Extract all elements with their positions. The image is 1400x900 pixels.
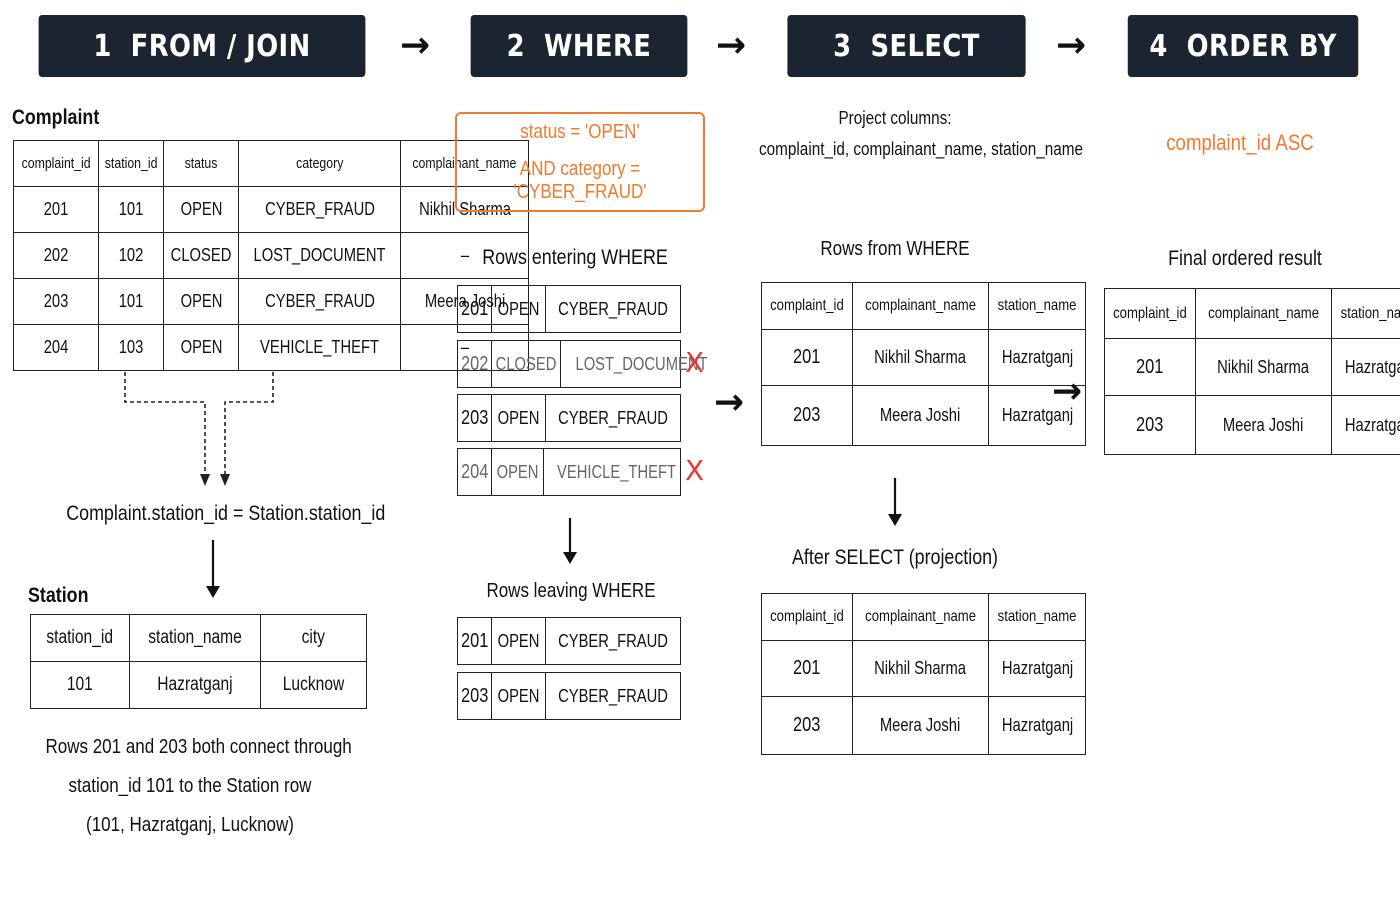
where-result-row: 203 OPEN CYBER_FRAUD: [457, 672, 681, 720]
after-select-title: After SELECT (projection): [791, 546, 999, 569]
step-number: 2: [506, 28, 526, 64]
table-row: 203 Meera Joshi Hazratganj: [761, 385, 1087, 446]
right-arrow-icon: →: [400, 25, 431, 66]
step-label: WHERE: [543, 28, 652, 64]
where-row-rejected: 202 CLOSED LOST_DOCUMENT: [457, 340, 708, 388]
step-select-header: 3 SELECT: [787, 15, 1026, 77]
rows-leaving-title: Rows leaving WHERE: [486, 580, 656, 602]
right-arrow-icon: →: [716, 25, 747, 66]
column-header: city: [260, 614, 367, 662]
table-row: 203 Meera Joshi Hazratganj: [1104, 395, 1400, 455]
reject-x-icon: X: [685, 346, 705, 379]
column-header: complainant_name: [1194, 288, 1333, 339]
sort-key: complaint_id ASC: [1166, 130, 1314, 155]
column-header: status: [163, 140, 240, 187]
table-row: 202 102 CLOSED LOST_DOCUMENT –: [12, 232, 530, 279]
step-where-header: 2 WHERE: [470, 15, 688, 77]
column-header: complainant_name: [851, 282, 990, 330]
where-row-rejected: 204 OPEN VEHICLE_THEFT: [457, 448, 681, 496]
down-arrow-icon: [203, 540, 223, 605]
where-row: 201 OPEN CYBER_FRAUD: [457, 285, 681, 333]
rows-from-where-table: complaint_id complainant_name station_na…: [761, 282, 1087, 446]
final-result-table: complaint_id complainant_name station_na…: [1104, 288, 1400, 455]
project-columns-list: complaint_id, complainant_name, station_…: [759, 139, 1084, 159]
after-select-table: complaint_id complainant_name station_na…: [761, 593, 1087, 755]
column-header: station_id: [30, 614, 130, 662]
column-header: category: [238, 140, 402, 187]
column-header: station_name: [129, 614, 261, 662]
join-note-line: station_id 101 to the Station row: [68, 775, 312, 797]
complaint-table: complaint_id station_id status category …: [12, 140, 530, 371]
table-row: 203 101 OPEN CYBER_FRAUD Meera Joshi: [12, 278, 530, 325]
join-connector-lines: [124, 372, 274, 486]
down-arrow-icon: [560, 518, 580, 571]
step-number: 4: [1149, 28, 1168, 64]
where-condition-box: status = 'OPEN' AND category = 'CYBER_FR…: [455, 112, 705, 212]
table-row: 204 103 OPEN VEHICLE_THEFT –: [12, 324, 530, 371]
rows-from-where-title: Rows from WHERE: [820, 238, 970, 260]
column-header: complaint_id: [1104, 288, 1196, 339]
join-note-line: (101, Hazratganj, Lucknow): [86, 814, 294, 836]
step-number: 1: [93, 28, 112, 64]
join-condition: Complaint.station_id = Station.station_i…: [66, 502, 386, 525]
table-row: 201 Nikhil Sharma Hazratganj: [761, 329, 1087, 386]
step-from-join-header: 1 FROM / JOIN: [38, 15, 366, 77]
step-order-by-header: 4 ORDER BY: [1127, 15, 1359, 77]
column-header: complainant_name: [400, 140, 530, 187]
column-header: station_name: [988, 282, 1087, 330]
station-table: station_id station_name city 101 Hazratg…: [30, 614, 367, 709]
column-header: complaint_id: [761, 593, 853, 641]
table-row: 201 Nikhil Sharma Hazratganj: [761, 640, 1087, 697]
right-arrow-icon: →: [1056, 25, 1087, 66]
column-header: complaint_id: [12, 140, 100, 187]
table-row: 201 101 OPEN CYBER_FRAUD Nikhil Sharma: [12, 186, 530, 233]
project-columns-label: Project columns:: [838, 108, 952, 128]
station-table-title: Station: [28, 584, 89, 607]
right-arrow-icon: →: [714, 382, 745, 423]
table-row: 201 Nikhil Sharma Hazratganj: [1104, 338, 1400, 396]
condition-line: status = 'OPEN': [520, 120, 640, 143]
down-arrow-icon: [885, 478, 905, 533]
column-header: complaint_id: [761, 282, 853, 330]
step-label: FROM / JOIN: [130, 28, 311, 64]
rows-entering-title: Rows entering WHERE: [482, 246, 668, 269]
table-row: 203 Meera Joshi Hazratganj: [761, 696, 1087, 755]
column-header: station_id: [98, 140, 165, 187]
where-row: 203 OPEN CYBER_FRAUD: [457, 394, 681, 442]
column-header: complainant_name: [851, 593, 990, 641]
step-label: SELECT: [870, 28, 980, 64]
right-arrow-icon: →: [1052, 371, 1083, 412]
join-note-line: Rows 201 and 203 both connect through: [45, 736, 352, 758]
table-row: 101 Hazratganj Lucknow: [30, 661, 367, 709]
column-header: station_name: [988, 593, 1087, 641]
column-header: station_name: [1331, 288, 1400, 339]
where-result-row: 201 OPEN CYBER_FRAUD: [457, 617, 681, 665]
reject-x-icon: X: [685, 454, 705, 487]
complaint-table-title: Complaint: [12, 106, 100, 129]
final-result-title: Final ordered result: [1168, 247, 1322, 270]
step-label: ORDER BY: [1186, 28, 1337, 64]
condition-line: AND category = 'CYBER_FRAUD': [513, 157, 647, 203]
step-number: 3: [833, 28, 852, 64]
